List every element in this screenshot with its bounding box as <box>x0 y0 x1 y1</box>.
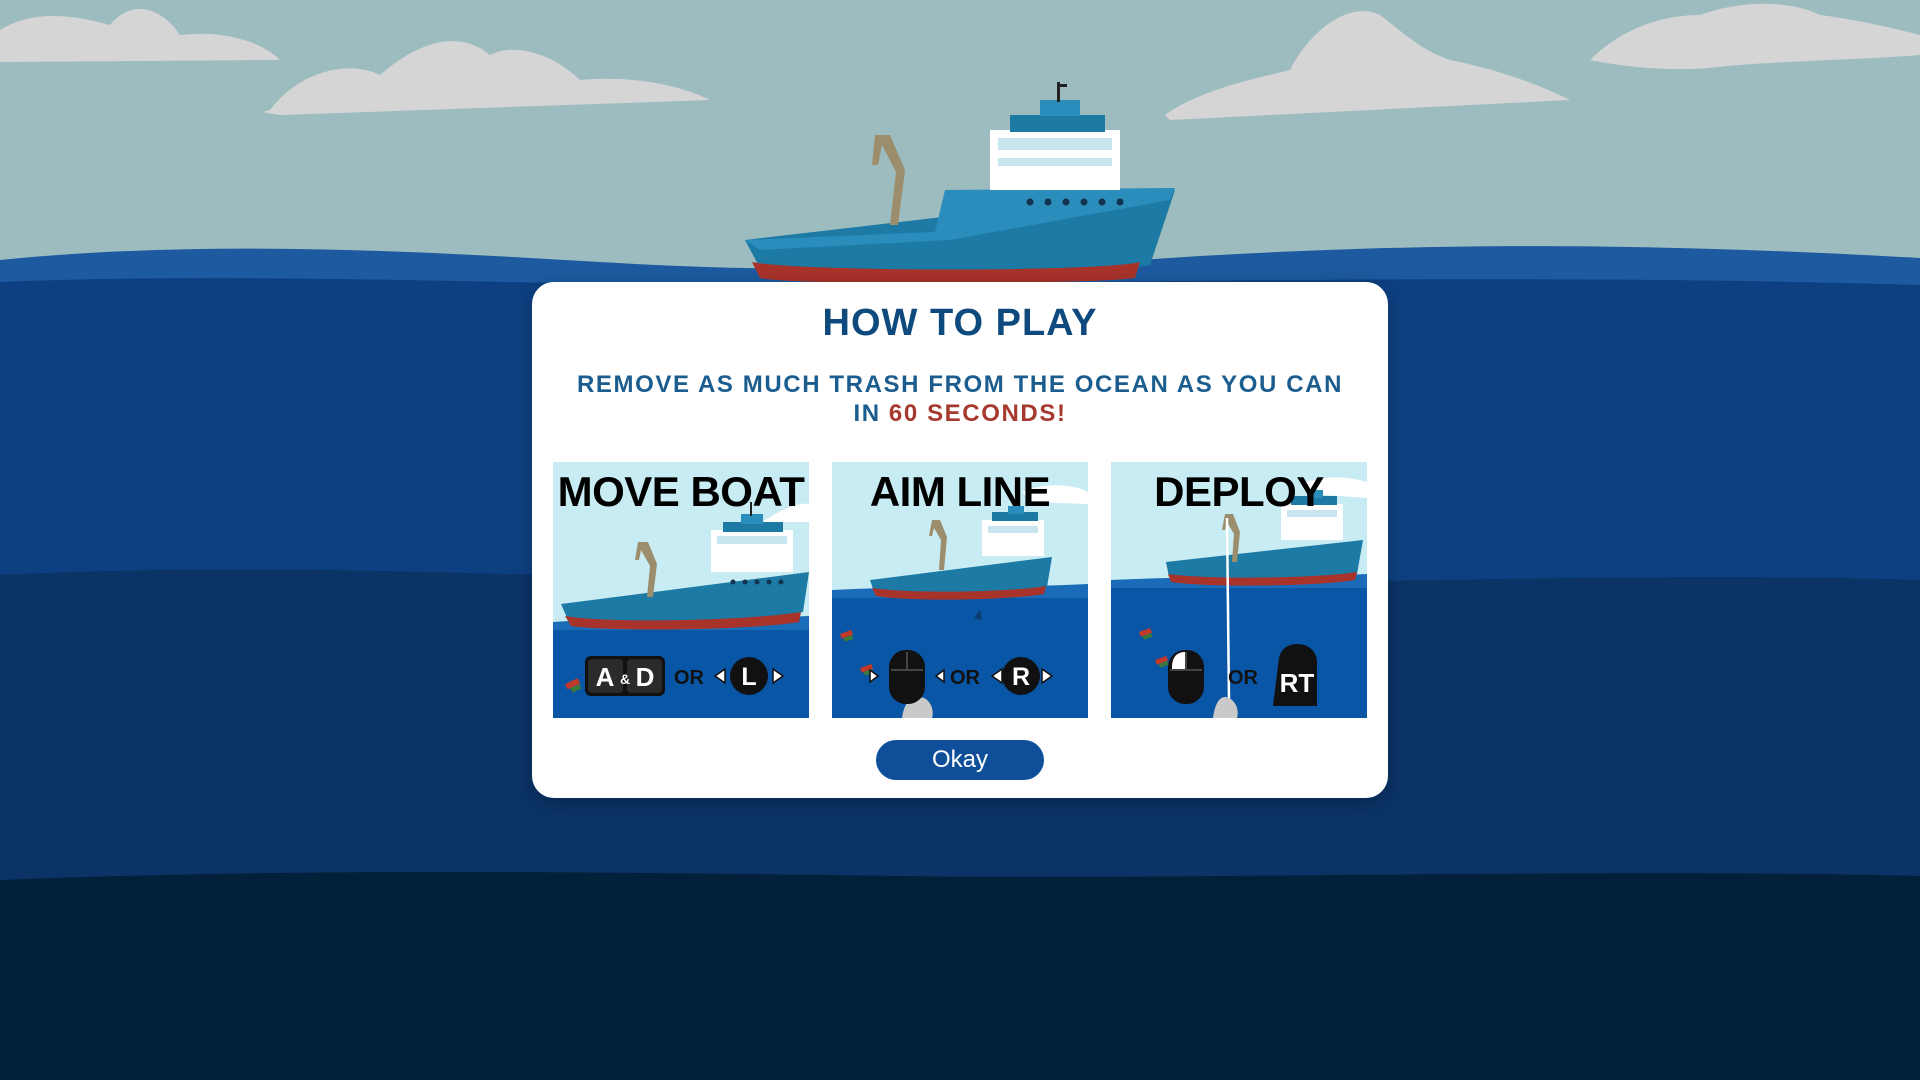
right-stick-icon: R <box>990 657 1054 695</box>
boat-icon <box>870 506 1052 600</box>
aim-line-illustration: OR R <box>832 462 1088 718</box>
right-trigger-icon: RT <box>1273 644 1317 706</box>
okay-button[interactable]: Okay <box>876 740 1044 780</box>
right-stick-label: R <box>1012 663 1030 691</box>
mouse-left-click-icon <box>1168 650 1204 704</box>
or-label: OR <box>950 667 981 689</box>
panel-title: AIM LINE <box>869 468 1051 515</box>
key-d-label: D <box>636 662 655 692</box>
left-stick-icon: L <box>713 657 785 695</box>
panel-move-boat: A & D OR L MOVE BOAT <box>553 462 809 718</box>
deploy-illustration: OR RT <box>1111 462 1367 718</box>
right-trigger-label: RT <box>1280 668 1315 698</box>
or-label: OR <box>674 667 705 689</box>
panel-deploy: OR RT DEPLOY <box>1111 462 1367 718</box>
or-label: OR <box>1228 667 1259 689</box>
trash-icon <box>1139 627 1153 640</box>
boat-icon <box>1166 490 1363 586</box>
trash-icon <box>565 678 582 693</box>
instructions-time-limit: 60 SECONDS! <box>888 400 1067 427</box>
panel-title: DEPLOY <box>1154 468 1324 515</box>
trash-icon <box>840 629 854 642</box>
research-ship <box>745 82 1175 284</box>
how-to-play-dialog: HOW TO PLAY REMOVE AS MUCH TRASH FROM TH… <box>532 282 1388 798</box>
ocean-abyss-band <box>0 872 1920 1080</box>
panel-title: MOVE BOAT <box>557 468 805 515</box>
instructions-text: REMOVE AS MUCH TRASH FROM THE OCEAN AS Y… <box>562 370 1358 428</box>
boat-icon <box>561 502 809 630</box>
dialog-title: HOW TO PLAY <box>822 302 1098 344</box>
key-a-label: A <box>596 662 615 692</box>
key-joiner-label: & <box>620 671 630 687</box>
trash-icon <box>1155 655 1169 668</box>
panel-aim-line: OR R AIM LINE <box>832 462 1088 718</box>
clouds <box>0 3 1920 121</box>
fishing-line <box>1225 517 1231 703</box>
left-stick-label: L <box>741 663 756 691</box>
a-and-d-keys-icon: A & D <box>585 656 665 696</box>
instructions-main: REMOVE AS MUCH TRASH FROM THE OCEAN AS Y… <box>576 371 1344 427</box>
mouse-icon <box>869 650 945 704</box>
move-boat-illustration: A & D OR L <box>553 462 809 718</box>
